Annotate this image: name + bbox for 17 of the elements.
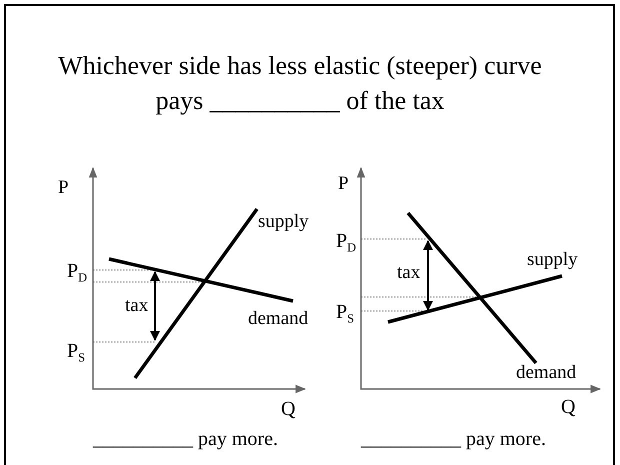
axis-label: Q <box>281 399 296 419</box>
curve-label: demand <box>248 309 308 328</box>
axis-label: P <box>58 178 69 197</box>
fill-in-sentence: __________ pay more. <box>93 429 278 449</box>
curve-label: tax <box>397 263 420 282</box>
axis-label: P <box>338 174 349 193</box>
price-label: P$_{S}$ <box>336 302 354 322</box>
curve-label: demand <box>516 363 576 382</box>
curve-label: supply <box>527 250 578 269</box>
price-label: P$_{D}$ <box>67 261 88 281</box>
price-label: P$_{S}$ <box>67 341 86 361</box>
curve-label: supply <box>258 212 309 231</box>
fill-in-sentence: __________ pay more. <box>361 429 546 449</box>
axis-label: Q <box>561 397 576 417</box>
title: Whichever side has less elastic (steeper) curve pays __________ of the tax <box>57 50 543 117</box>
curve-label: tax <box>125 296 148 315</box>
price-label: P$_{D}$ <box>336 231 356 251</box>
